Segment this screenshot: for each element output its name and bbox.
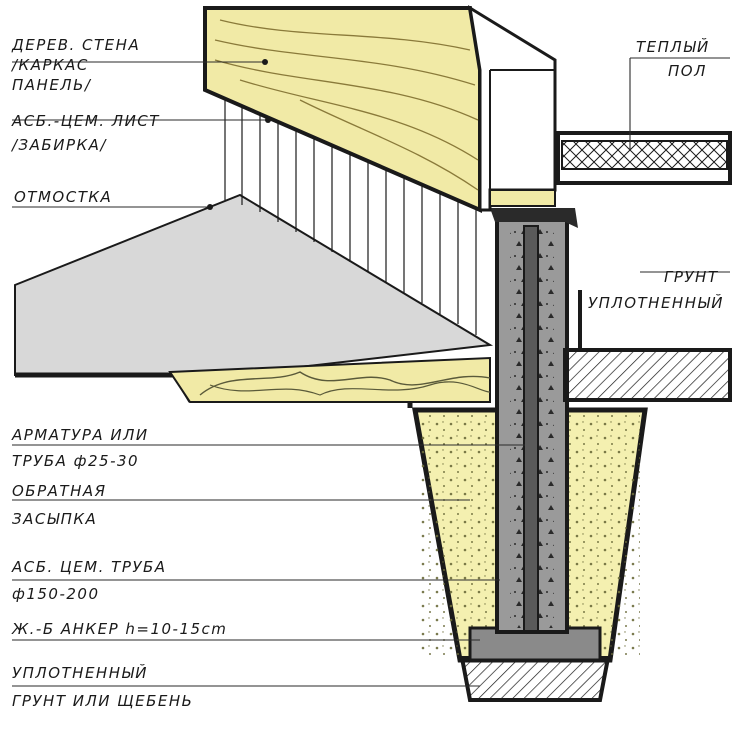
label-soil-1: ГРУНТ <box>664 268 719 286</box>
label-warm-floor-1: ТЕПЛЫЙ <box>636 38 710 56</box>
leader-lines <box>12 57 730 687</box>
label-soil-2: УПЛОТНЕННЫЙ <box>588 294 724 312</box>
label-backfill-2: ЗАСЫПКА <box>12 510 98 528</box>
blind-area <box>14 193 494 376</box>
label-warm-floor-2: ПОЛ <box>668 62 707 80</box>
label-wood-wall-2: /КАРКАС <box>12 56 89 74</box>
label-anchor: Ж.-Б АНКЕР h=10-15cm <box>12 620 228 638</box>
sill <box>489 189 556 207</box>
pipe-cap <box>490 208 578 228</box>
label-rebar-1: АРМАТУРА ИЛИ <box>12 426 149 444</box>
wood-wall <box>203 6 482 214</box>
label-wood-wall-1: ДЕРЕВ. СТЕНА <box>12 36 141 54</box>
label-wood-wall-3: ПАНЕЛЬ/ <box>12 76 92 94</box>
label-ac-sheet-2: /ЗАБИРКА/ <box>12 136 107 154</box>
label-ac-sheet-1: АСБ.-ЦЕМ. ЛИСТ <box>12 112 160 130</box>
label-backfill-1: ОБРАТНАЯ <box>12 482 107 500</box>
label-rebar-2: ТРУБА ф25-30 <box>12 452 140 470</box>
label-ac-pipe-1: АСБ. ЦЕМ. ТРУБА <box>12 558 167 576</box>
label-ac-pipe-2: ф150-200 <box>12 585 100 603</box>
label-base-2: ГРУНТ ИЛИ ЩЕБЕНЬ <box>12 692 194 710</box>
wall-post <box>467 5 557 212</box>
rebar <box>523 225 539 632</box>
label-base-1: УПЛОТНЕННЫЙ <box>12 664 148 682</box>
compacted-base <box>459 656 611 702</box>
label-blind-area: ОТМОСТКА <box>14 188 113 206</box>
interior-soil <box>563 348 732 402</box>
